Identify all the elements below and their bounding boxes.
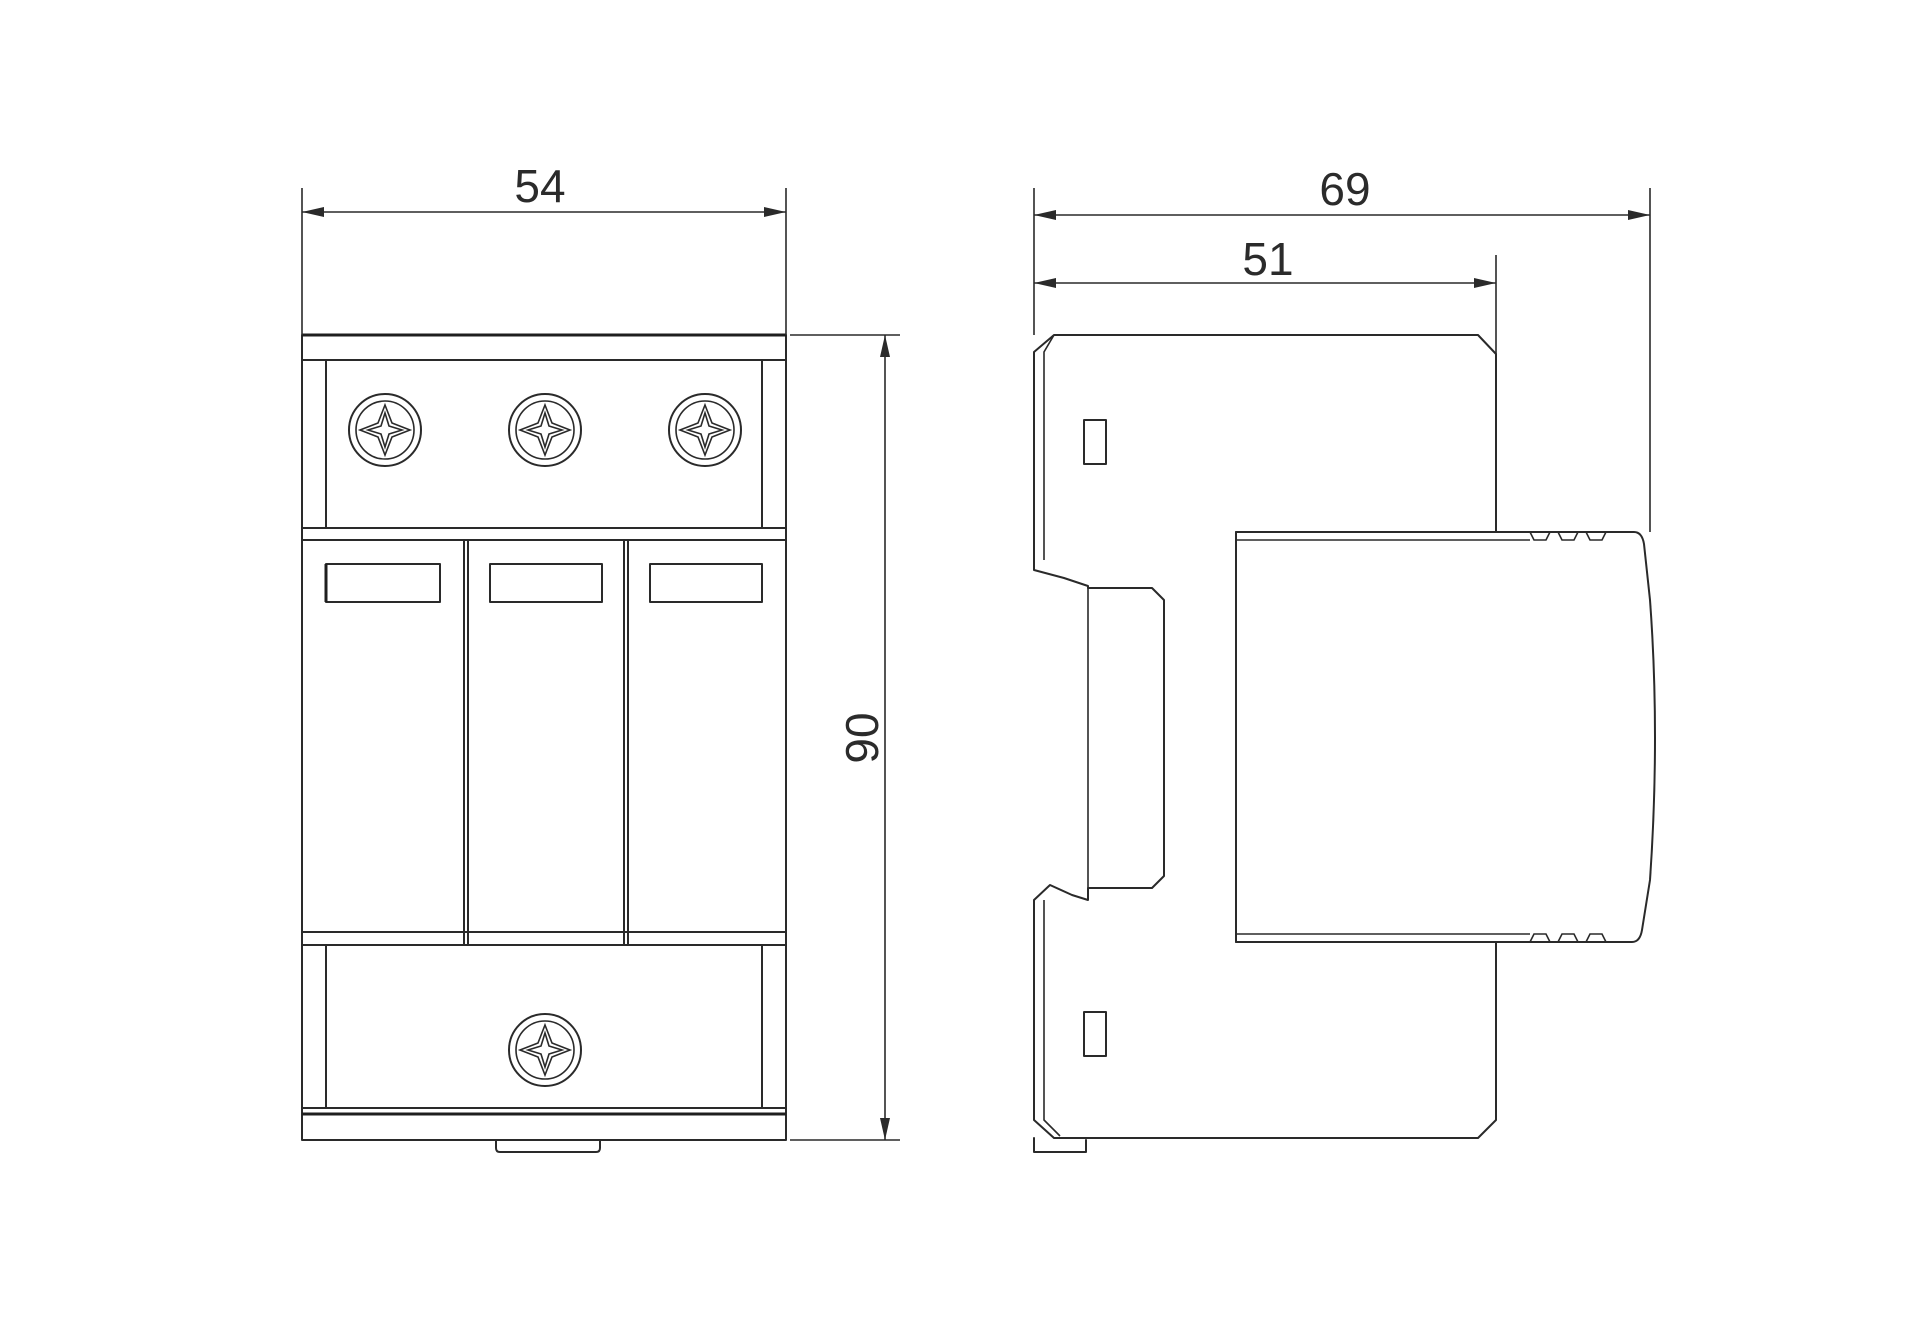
side-body-outline [1033,334,1497,1139]
dimension-total-depth-label: 69 [1319,163,1370,215]
dimension-width-label: 54 [514,160,565,212]
terminal-screw-icon [508,1013,582,1087]
side-label-window [1083,1011,1107,1057]
din-clip [495,1139,601,1153]
dimension-height-label: 90 [836,712,888,763]
front-body-outline [301,334,787,1141]
side-view: 69 51 [1033,163,1656,1153]
module-window [649,563,763,603]
terminal-screw-icon [508,393,582,467]
side-label-window [1083,419,1107,465]
side-module-cover [1235,531,1656,943]
front-view: 54 90 [301,160,900,1153]
module-window [489,563,603,603]
side-din-clip [1033,1137,1087,1153]
terminal-screw-icon [348,393,422,467]
module-window [325,563,441,603]
dimension-body-depth-label: 51 [1242,233,1293,285]
terminal-screw-icon [668,393,742,467]
